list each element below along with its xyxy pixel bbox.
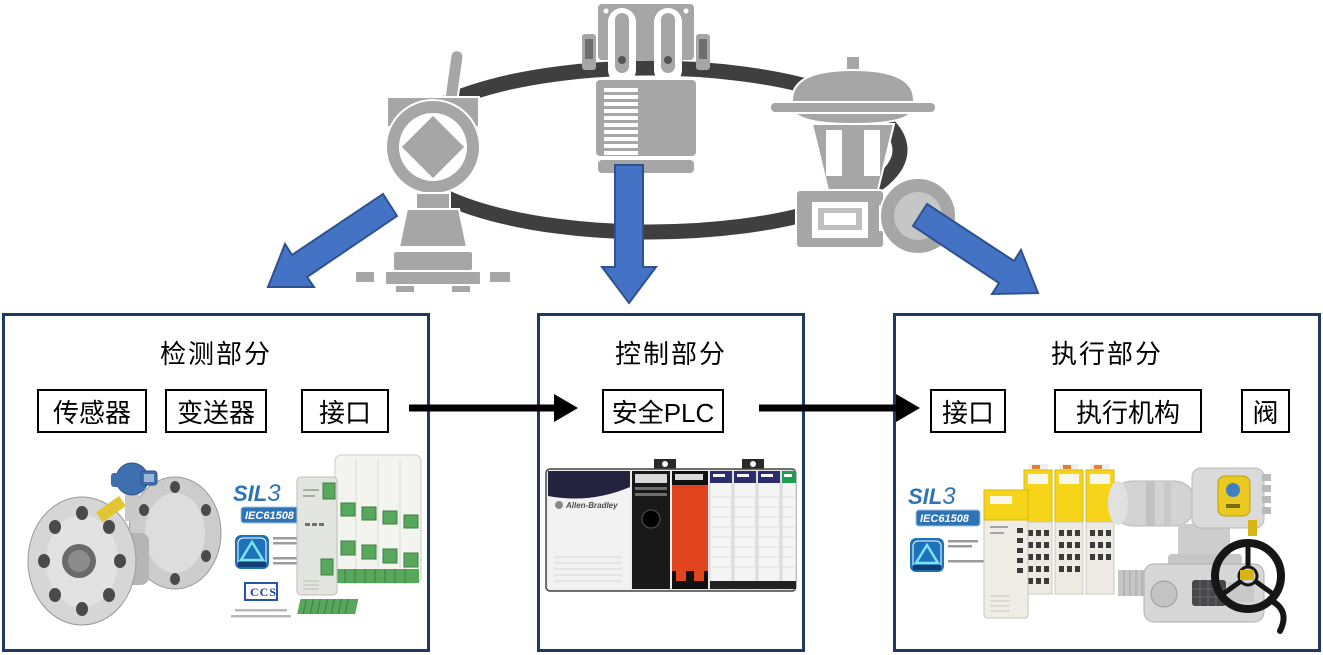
- arrow-down-right: [911, 202, 1040, 296]
- allen-bradley-label: Allen-Bradley: [565, 501, 618, 510]
- signal-isolator-image: [296, 454, 422, 614]
- iec61508-label: IEC61508: [920, 513, 970, 525]
- arrow-down-center: [600, 164, 658, 305]
- component-box-safety-plc: 安全PLC: [602, 389, 724, 433]
- sil3-cert-badge-left: SIL3 IEC61508 CCS: [231, 480, 309, 618]
- safety-relay-image: [983, 464, 1115, 619]
- section-title: 控制部分: [614, 339, 727, 369]
- ccs-label: CCS: [250, 585, 277, 599]
- sis-loop-graphic: [266, 4, 1040, 305]
- handwheel-icon: [1211, 539, 1287, 634]
- component-box-sensor: 传感器: [37, 389, 147, 433]
- arrow-down-left: [266, 192, 399, 288]
- plc-rack-image: Allen-Bradley: [545, 459, 797, 592]
- ccs-badge: CCS: [244, 582, 278, 601]
- plc-module-icon: [582, 4, 710, 173]
- section-detection: 检测部分 传感器 变送器 接口: [2, 313, 430, 652]
- component-box-valve: 阀: [1241, 389, 1290, 433]
- section-title: 检测部分: [159, 339, 272, 369]
- wireless-transmitter-icon: [354, 49, 512, 294]
- component-label: 传感器: [52, 397, 131, 428]
- sil-level: 3: [942, 483, 956, 510]
- sil-label: SIL: [908, 484, 942, 509]
- component-box-actuator: 执行机构: [1054, 389, 1202, 433]
- section-control: 控制部分 安全PLC Allen-Bradley: [537, 313, 805, 652]
- fine-print-lines: [231, 609, 291, 618]
- component-label: 变送器: [176, 397, 255, 428]
- flowmeter-image: [27, 462, 222, 626]
- sil-label: SIL: [233, 481, 267, 506]
- component-label: 阀: [1252, 397, 1279, 428]
- tuv-badge: [235, 535, 269, 569]
- component-box-interface: 接口: [930, 389, 1006, 433]
- fine-print-lines: [948, 540, 984, 563]
- execution-products: SIL3 IEC61508: [908, 464, 1287, 634]
- component-label: 接口: [941, 397, 994, 428]
- component-label: 安全PLC: [611, 397, 715, 428]
- component-box-interface: 接口: [301, 389, 389, 433]
- tuv-badge: [910, 538, 944, 572]
- component-label: 接口: [318, 397, 371, 428]
- actuator-image: [1108, 467, 1287, 634]
- component-box-transmitter: 变送器: [165, 389, 267, 433]
- section-execution: 执行部分 接口 执行机构 阀 SIL3 IEC61508: [893, 313, 1321, 652]
- control-products: Allen-Bradley: [545, 459, 797, 592]
- detection-products: SIL3 IEC61508 CCS: [27, 454, 422, 626]
- sil-level: 3: [267, 480, 281, 507]
- iec61508-label: IEC61508: [245, 510, 295, 522]
- svg-text:SIL3: SIL3: [908, 483, 956, 510]
- control-valve-icon: [769, 55, 957, 255]
- section-title: 执行部分: [1050, 339, 1163, 369]
- component-label: 执行机构: [1075, 397, 1180, 428]
- sil3-cert-badge-right: SIL3 IEC61508: [908, 483, 984, 572]
- fine-print-lines: [273, 537, 309, 565]
- svg-text:SIL3: SIL3: [233, 480, 281, 507]
